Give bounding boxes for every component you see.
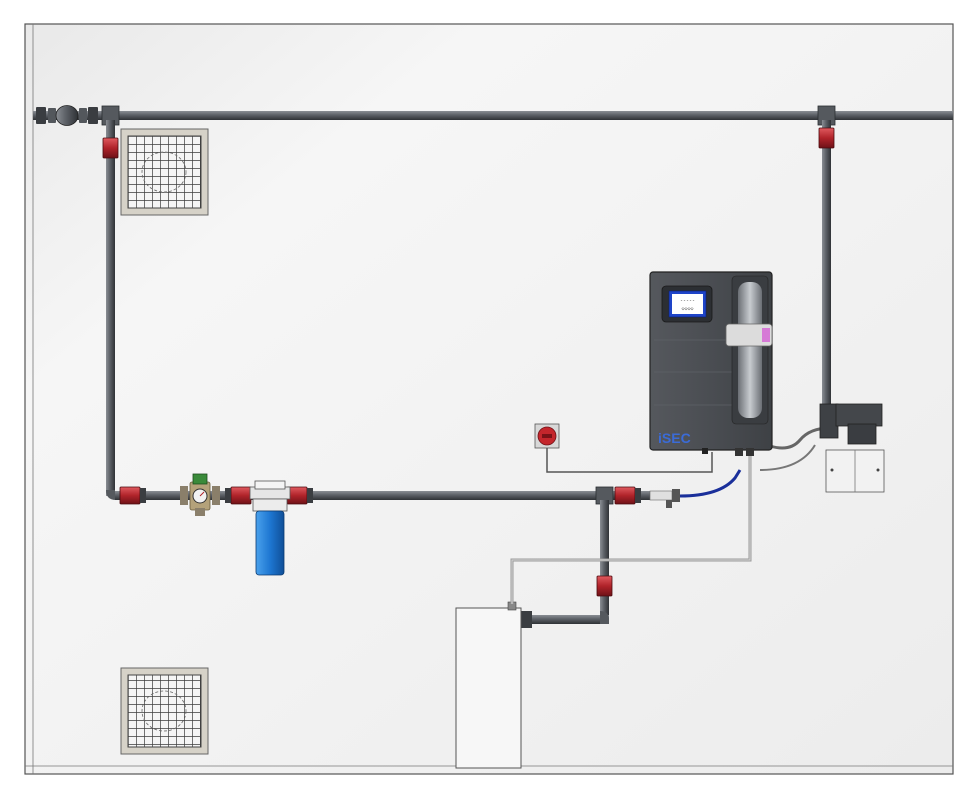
injection-fitting-icon <box>649 469 742 508</box>
chemical-tank-icon <box>455 601 522 769</box>
vent-grille-icon <box>120 667 209 755</box>
ball-valve-down <box>596 575 613 597</box>
ball-valve-bottom-4 <box>614 486 636 505</box>
sediment-filter-icon <box>249 480 291 576</box>
emergency-stop-icon <box>534 423 560 449</box>
control-cable <box>546 448 713 473</box>
vent-grille-icon <box>120 128 209 216</box>
unit-brand-label: iSEC <box>658 430 691 446</box>
ball-valve-bottom-2 <box>230 486 252 505</box>
ball-valve-right <box>818 127 835 149</box>
main-supply-pipe <box>33 111 953 120</box>
ball-valve-left <box>102 137 119 159</box>
inlet-valve-icon <box>36 105 98 126</box>
treatment-line-pipe <box>115 491 610 500</box>
screen-line-2: ◇◇◇◇ <box>681 306 693 312</box>
screen-line-1: ----- <box>680 298 695 304</box>
pressure-regulator-icon <box>180 473 220 516</box>
ball-valve-bottom-1 <box>119 486 141 505</box>
flow-sensor-icon <box>819 403 885 493</box>
isec-controller-unit: ----- ◇◇◇◇ iSEC <box>649 271 773 456</box>
